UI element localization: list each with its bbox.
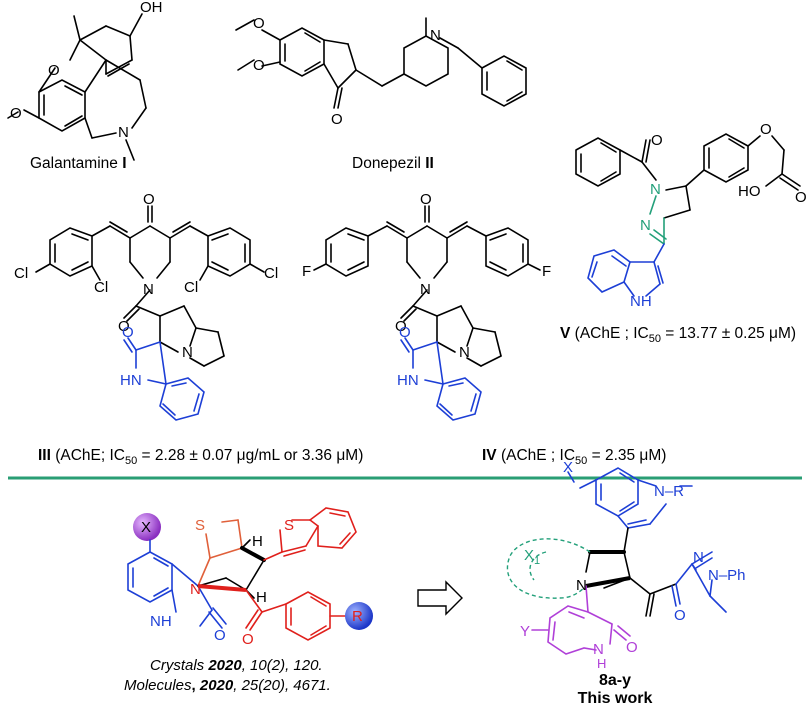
prior-oxindole-o-atom: O bbox=[214, 627, 226, 644]
compound-iii-structure bbox=[35, 205, 265, 367]
galantamine-oh-label: OH bbox=[140, 0, 163, 16]
compound-v-indole bbox=[587, 243, 665, 297]
cmpd3-cl-atom-2: Cl bbox=[94, 279, 108, 296]
compound-v-pyrazoline bbox=[649, 195, 667, 245]
compound-iii-oxindole bbox=[123, 337, 205, 421]
this-work-heterocycle-dashed bbox=[506, 538, 591, 599]
prior-h-atom-2: H bbox=[256, 589, 267, 606]
caption-compound-iv: IV (AChE ; IC50 = 2.35 μM) bbox=[482, 447, 667, 468]
cmpd4-n-atom: N bbox=[420, 281, 431, 298]
this-work-y-label: Y bbox=[520, 623, 530, 640]
this-work-x-label: X bbox=[563, 459, 573, 476]
galantamine-n-atom: N bbox=[118, 124, 129, 141]
prior-r-label: R bbox=[352, 608, 363, 625]
cmpd3-amide-o-atom: O bbox=[118, 318, 130, 335]
donepezil-n-atom: N bbox=[430, 27, 441, 44]
cmpd5-acid-ho: HO bbox=[738, 183, 761, 200]
prior-s-atom-1: S bbox=[195, 517, 205, 534]
galantamine-ome-o-atom: O bbox=[10, 105, 22, 122]
cmpd5-n2-atom: N bbox=[640, 217, 651, 234]
this-work-bold-bond bbox=[585, 576, 631, 588]
compound-iv-oxindole bbox=[400, 337, 482, 421]
compound-iv-structure bbox=[313, 205, 541, 367]
donepezil-o-atom-2: O bbox=[253, 57, 265, 74]
cmpd3-oxindole-o-atom: O bbox=[122, 324, 134, 341]
this-work-pyrazole bbox=[671, 551, 727, 613]
prior-n-atom: N bbox=[190, 581, 201, 598]
caption-donepezil: Donepezil II bbox=[352, 155, 434, 172]
prior-x-label: X bbox=[141, 519, 151, 536]
right-arrow-icon bbox=[417, 580, 463, 616]
cmpd4-f-atom-1: F bbox=[302, 263, 311, 280]
this-work-title: 8a-y This work bbox=[560, 672, 670, 709]
compound-v-structure bbox=[575, 133, 801, 219]
cmpd4-pyrrolizidine-n-atom: N bbox=[459, 344, 470, 361]
prior-h-atom-1: H bbox=[252, 533, 263, 550]
this-work-oxindole-h-atom: H bbox=[597, 656, 606, 671]
this-work-series: 8a-y bbox=[598, 672, 632, 689]
galantamine-o-atom: O bbox=[48, 62, 60, 79]
cmpd4-ketone-o-atom: O bbox=[420, 191, 432, 208]
this-work-caption: This work bbox=[577, 690, 653, 708]
cmpd5-acid-o-atom: O bbox=[795, 189, 807, 206]
r-substituent-sphere bbox=[345, 602, 373, 630]
cmpd3-cl-atom-1: Cl bbox=[14, 265, 28, 282]
this-work-ketone-o-atom: O bbox=[674, 607, 686, 624]
this-work-x1-label: X1 bbox=[524, 547, 540, 567]
x-substituent-sphere bbox=[133, 513, 161, 541]
caption-compound-iii: III (AChE; IC50 = 2.28 ± 0.07 μg/mL or 3… bbox=[38, 447, 364, 468]
cmpd5-indole-nh: NH bbox=[630, 293, 652, 310]
cmpd5-n1-atom: N bbox=[650, 181, 661, 198]
caption-galantamine: Galantamine I bbox=[30, 155, 127, 172]
this-work-pyrrolidine bbox=[585, 527, 677, 617]
cmpd3-cl-atom-4: Cl bbox=[264, 265, 278, 282]
prior-work-benzothiophene bbox=[263, 507, 357, 561]
reference-crystals: Crystals 2020, 10(2), 120. bbox=[150, 657, 323, 674]
cmpd3-oxindole-nh: HN bbox=[120, 372, 142, 389]
this-work-n-atom: N bbox=[576, 577, 587, 594]
galantamine-structure bbox=[7, 13, 147, 161]
prior-work-aroyl bbox=[245, 589, 347, 641]
cmpd4-oxindole-o-atom: O bbox=[399, 324, 411, 341]
prior-oxindole-nh: NH bbox=[150, 613, 172, 630]
cmpd3-cl-atom-3: Cl bbox=[184, 279, 198, 296]
this-work-n-r-label: N–R bbox=[654, 483, 684, 500]
cmpd4-f-atom-2: F bbox=[542, 263, 551, 280]
prior-ketone-o-atom: O bbox=[242, 631, 254, 648]
this-work-oxindole-n-atom: N bbox=[593, 641, 604, 658]
this-work-oxindole-o-atom: O bbox=[626, 639, 638, 656]
cmpd5-ketone-o-atom: O bbox=[651, 132, 663, 149]
reference-molecules: Molecules, 2020, 25(20), 4671. bbox=[124, 677, 331, 694]
this-work-indole bbox=[567, 467, 693, 529]
cmpd3-n-atom: N bbox=[143, 281, 154, 298]
prior-work-bold-bond bbox=[197, 584, 247, 592]
prior-s-atom-2: S bbox=[284, 517, 294, 534]
cmpd3-pyrrolizidine-n-atom: N bbox=[182, 344, 193, 361]
cmpd4-oxindole-nh: HN bbox=[397, 372, 419, 389]
cmpd5-ether-o-atom: O bbox=[760, 121, 772, 138]
this-work-oxindole bbox=[531, 585, 631, 655]
this-work-pyrazole-n1: N bbox=[693, 549, 704, 566]
donepezil-o-atom-1: O bbox=[253, 15, 265, 32]
donepezil-structure bbox=[235, 17, 527, 109]
cmpd4-amide-o-atom: O bbox=[395, 318, 407, 335]
prior-work-thiazolidine bbox=[197, 519, 243, 587]
caption-compound-v: V (AChE ; IC50 = 13.77 ± 0.25 μM) bbox=[560, 325, 797, 346]
cmpd3-ketone-o-atom: O bbox=[143, 191, 155, 208]
donepezil-ketone-o-atom: O bbox=[331, 111, 343, 128]
this-work-n-ph-label: N–Ph bbox=[708, 567, 746, 584]
prior-work-oxindole bbox=[127, 539, 227, 629]
